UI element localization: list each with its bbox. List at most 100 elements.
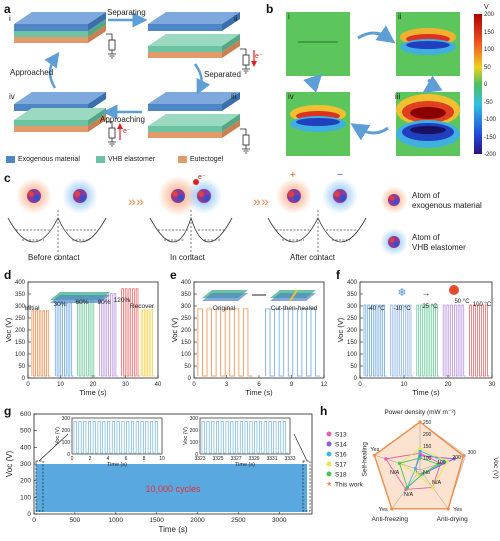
inset-y-tick: 200 — [190, 428, 199, 434]
voltage-series — [31, 310, 51, 377]
x-tick-label: 1500 — [149, 517, 164, 524]
b-step-ii: ii — [398, 12, 402, 21]
svg-text:»: » — [261, 193, 269, 209]
voltage-series — [99, 293, 118, 377]
y-tick-label: 300 — [181, 304, 192, 310]
legend-label: S14 — [335, 442, 347, 449]
voltage-series — [265, 308, 321, 377]
legend-exogenous-atom: Atom of exogenous material — [412, 191, 482, 210]
power-tick: 200 — [423, 432, 432, 438]
voltage-series — [442, 304, 466, 377]
temperature-label: -40 °C — [367, 306, 385, 312]
legend-marker — [326, 431, 332, 437]
x-tick-label: 0 — [26, 382, 30, 388]
strain-label: Recover — [130, 303, 155, 310]
anti-drying-na: N/A — [432, 480, 442, 486]
y-tick-label: 200 — [20, 478, 31, 485]
y-tick-label: 500 — [20, 428, 31, 435]
inset-y-tick: 300 — [62, 416, 71, 422]
strain-label: 30% — [53, 301, 66, 308]
panel-label-e: e — [170, 268, 177, 282]
x-tick-label: 500 — [69, 517, 80, 524]
y-tick-label: 100 — [347, 352, 358, 358]
svg-text:»: » — [253, 193, 261, 209]
svg-text:»: » — [128, 193, 136, 209]
legend-marker: ★ — [326, 480, 332, 488]
power-tick: 150 — [423, 444, 432, 450]
x-axis-label: Time (s) — [158, 525, 187, 534]
x-tick-label: 30 — [122, 382, 129, 388]
temperature-label: -10 °C — [393, 306, 411, 312]
panel-label-f: f — [336, 268, 340, 282]
legend-label: This work — [335, 482, 364, 489]
b-step-i: i — [288, 12, 290, 21]
inset-signal — [73, 421, 160, 454]
voltage-series — [77, 296, 96, 377]
stage-before-contact: Before contact — [28, 253, 80, 262]
anti-freezing-na: N/A — [404, 492, 414, 498]
y-tick-label: 150 — [181, 340, 192, 346]
electron-label-iv: e⁻ — [123, 128, 131, 135]
power-tick: 250 — [423, 420, 432, 426]
y-tick-label: 200 — [181, 328, 192, 334]
y-tick-label: 50 — [184, 364, 191, 370]
positive-charge: + — [290, 170, 296, 181]
x-tick-label: 10 — [401, 382, 408, 388]
x-tick-label: 3 — [225, 382, 229, 388]
voltage-series — [197, 308, 253, 377]
radar-spoke — [419, 469, 449, 509]
y-tick-label: 400 — [347, 280, 358, 286]
x-axis-label: Time (s) — [245, 388, 273, 397]
strain-label: Initial — [24, 305, 40, 312]
y-tick-label: 0 — [354, 376, 358, 382]
radar-point — [418, 449, 422, 453]
y-tick-label: 600 — [20, 411, 31, 418]
y-tick-label: 0 — [22, 376, 26, 382]
y-tick-label: 350 — [181, 292, 192, 298]
axis-anti-freezing: Anti-freezing — [372, 516, 409, 523]
voltage-series — [54, 302, 74, 377]
inset-x-tick: 10 — [159, 456, 165, 462]
colorbar-tick: 50 — [484, 64, 491, 71]
zoom-connector — [293, 433, 308, 462]
legend-marker — [326, 441, 332, 447]
y-axis-label: Voc (V) — [336, 317, 345, 342]
radar-spoke — [374, 454, 421, 471]
panel-label-a: a — [4, 2, 11, 16]
x-axis-label: Time (s) — [412, 388, 440, 397]
strain-label: 120% — [114, 297, 131, 304]
y-tick-label: 250 — [15, 316, 26, 322]
inset-y-tick: 100 — [62, 440, 71, 446]
anti-drying-yes: Yes — [453, 507, 462, 513]
stretch-sample-layer — [50, 295, 110, 303]
y-tick-label: 50 — [18, 364, 25, 370]
radar-series — [385, 452, 442, 490]
inset-x-tick: 3333 — [284, 456, 295, 462]
x-axis-label: Time (s) — [79, 388, 107, 397]
legend-label: S13 — [335, 432, 347, 439]
inset-y-tick: 300 — [190, 416, 199, 422]
panel-label-c: c — [4, 171, 11, 185]
radar-series — [373, 421, 465, 510]
temperature-label: 50 °C — [454, 299, 470, 305]
panel-label-b: b — [266, 2, 274, 16]
step-i-label: i — [9, 14, 11, 23]
snowflake-icon: ❄ — [397, 287, 406, 299]
x-tick-label: 20 — [445, 382, 452, 388]
legend-eutectogel: Eutectogel — [178, 156, 223, 163]
colorbar-tick: -100 — [484, 117, 497, 123]
axis-self-healing: Self-healing — [361, 442, 368, 477]
electron-label-ii: e⁻ — [255, 53, 263, 60]
inset-x-tick: 3325 — [212, 456, 223, 462]
colorbar-tick: 0 — [484, 82, 488, 88]
zoom-box-end — [302, 460, 311, 512]
strain-label: 60% — [75, 299, 88, 306]
voc-tick: 300 — [468, 450, 477, 456]
approaching-label: Approaching — [100, 115, 145, 124]
panel-c-atoms: »»»» — [7, 176, 408, 260]
legend-vhb: VHB elastomer — [96, 156, 155, 163]
y-axis-label: Voc (V) — [4, 317, 13, 342]
panel-label-g: g — [4, 404, 12, 418]
